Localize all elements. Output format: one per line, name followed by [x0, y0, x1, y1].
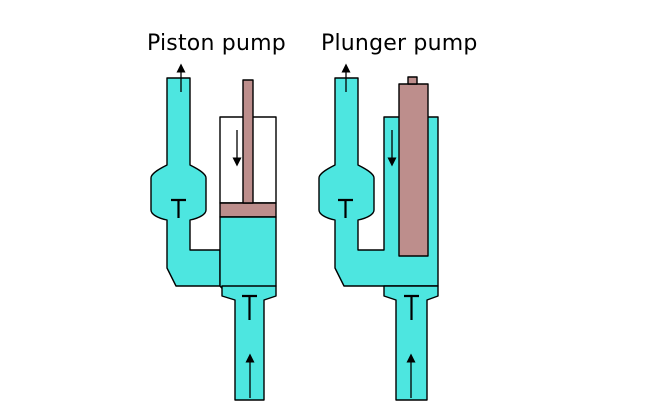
plunger-pump-inlet-valve-body [383, 285, 439, 401]
plunger-pump-plunger-tip [407, 76, 418, 85]
piston-pump-diagram [150, 77, 277, 401]
piston-pump-piston-rod [242, 79, 254, 204]
piston-pump-piston-head [219, 202, 277, 218]
piston-pump-inlet-valve-body [221, 285, 277, 401]
piston-pump-title: Piston pump [147, 31, 286, 56]
plunger-pump-title: Plunger pump [321, 31, 478, 56]
plunger-pump-outlet-valve [338, 198, 353, 218]
piston-pump-chamber [219, 216, 277, 296]
piston-pump-outlet-valve [171, 198, 186, 218]
plunger-pump-diagram [318, 76, 439, 401]
plunger-pump-inlet-valve [404, 294, 419, 320]
piston-pump-outlet-valve-body [150, 77, 221, 287]
piston-pump-inlet-valve [242, 294, 257, 320]
plunger-pump-plunger [398, 83, 429, 257]
